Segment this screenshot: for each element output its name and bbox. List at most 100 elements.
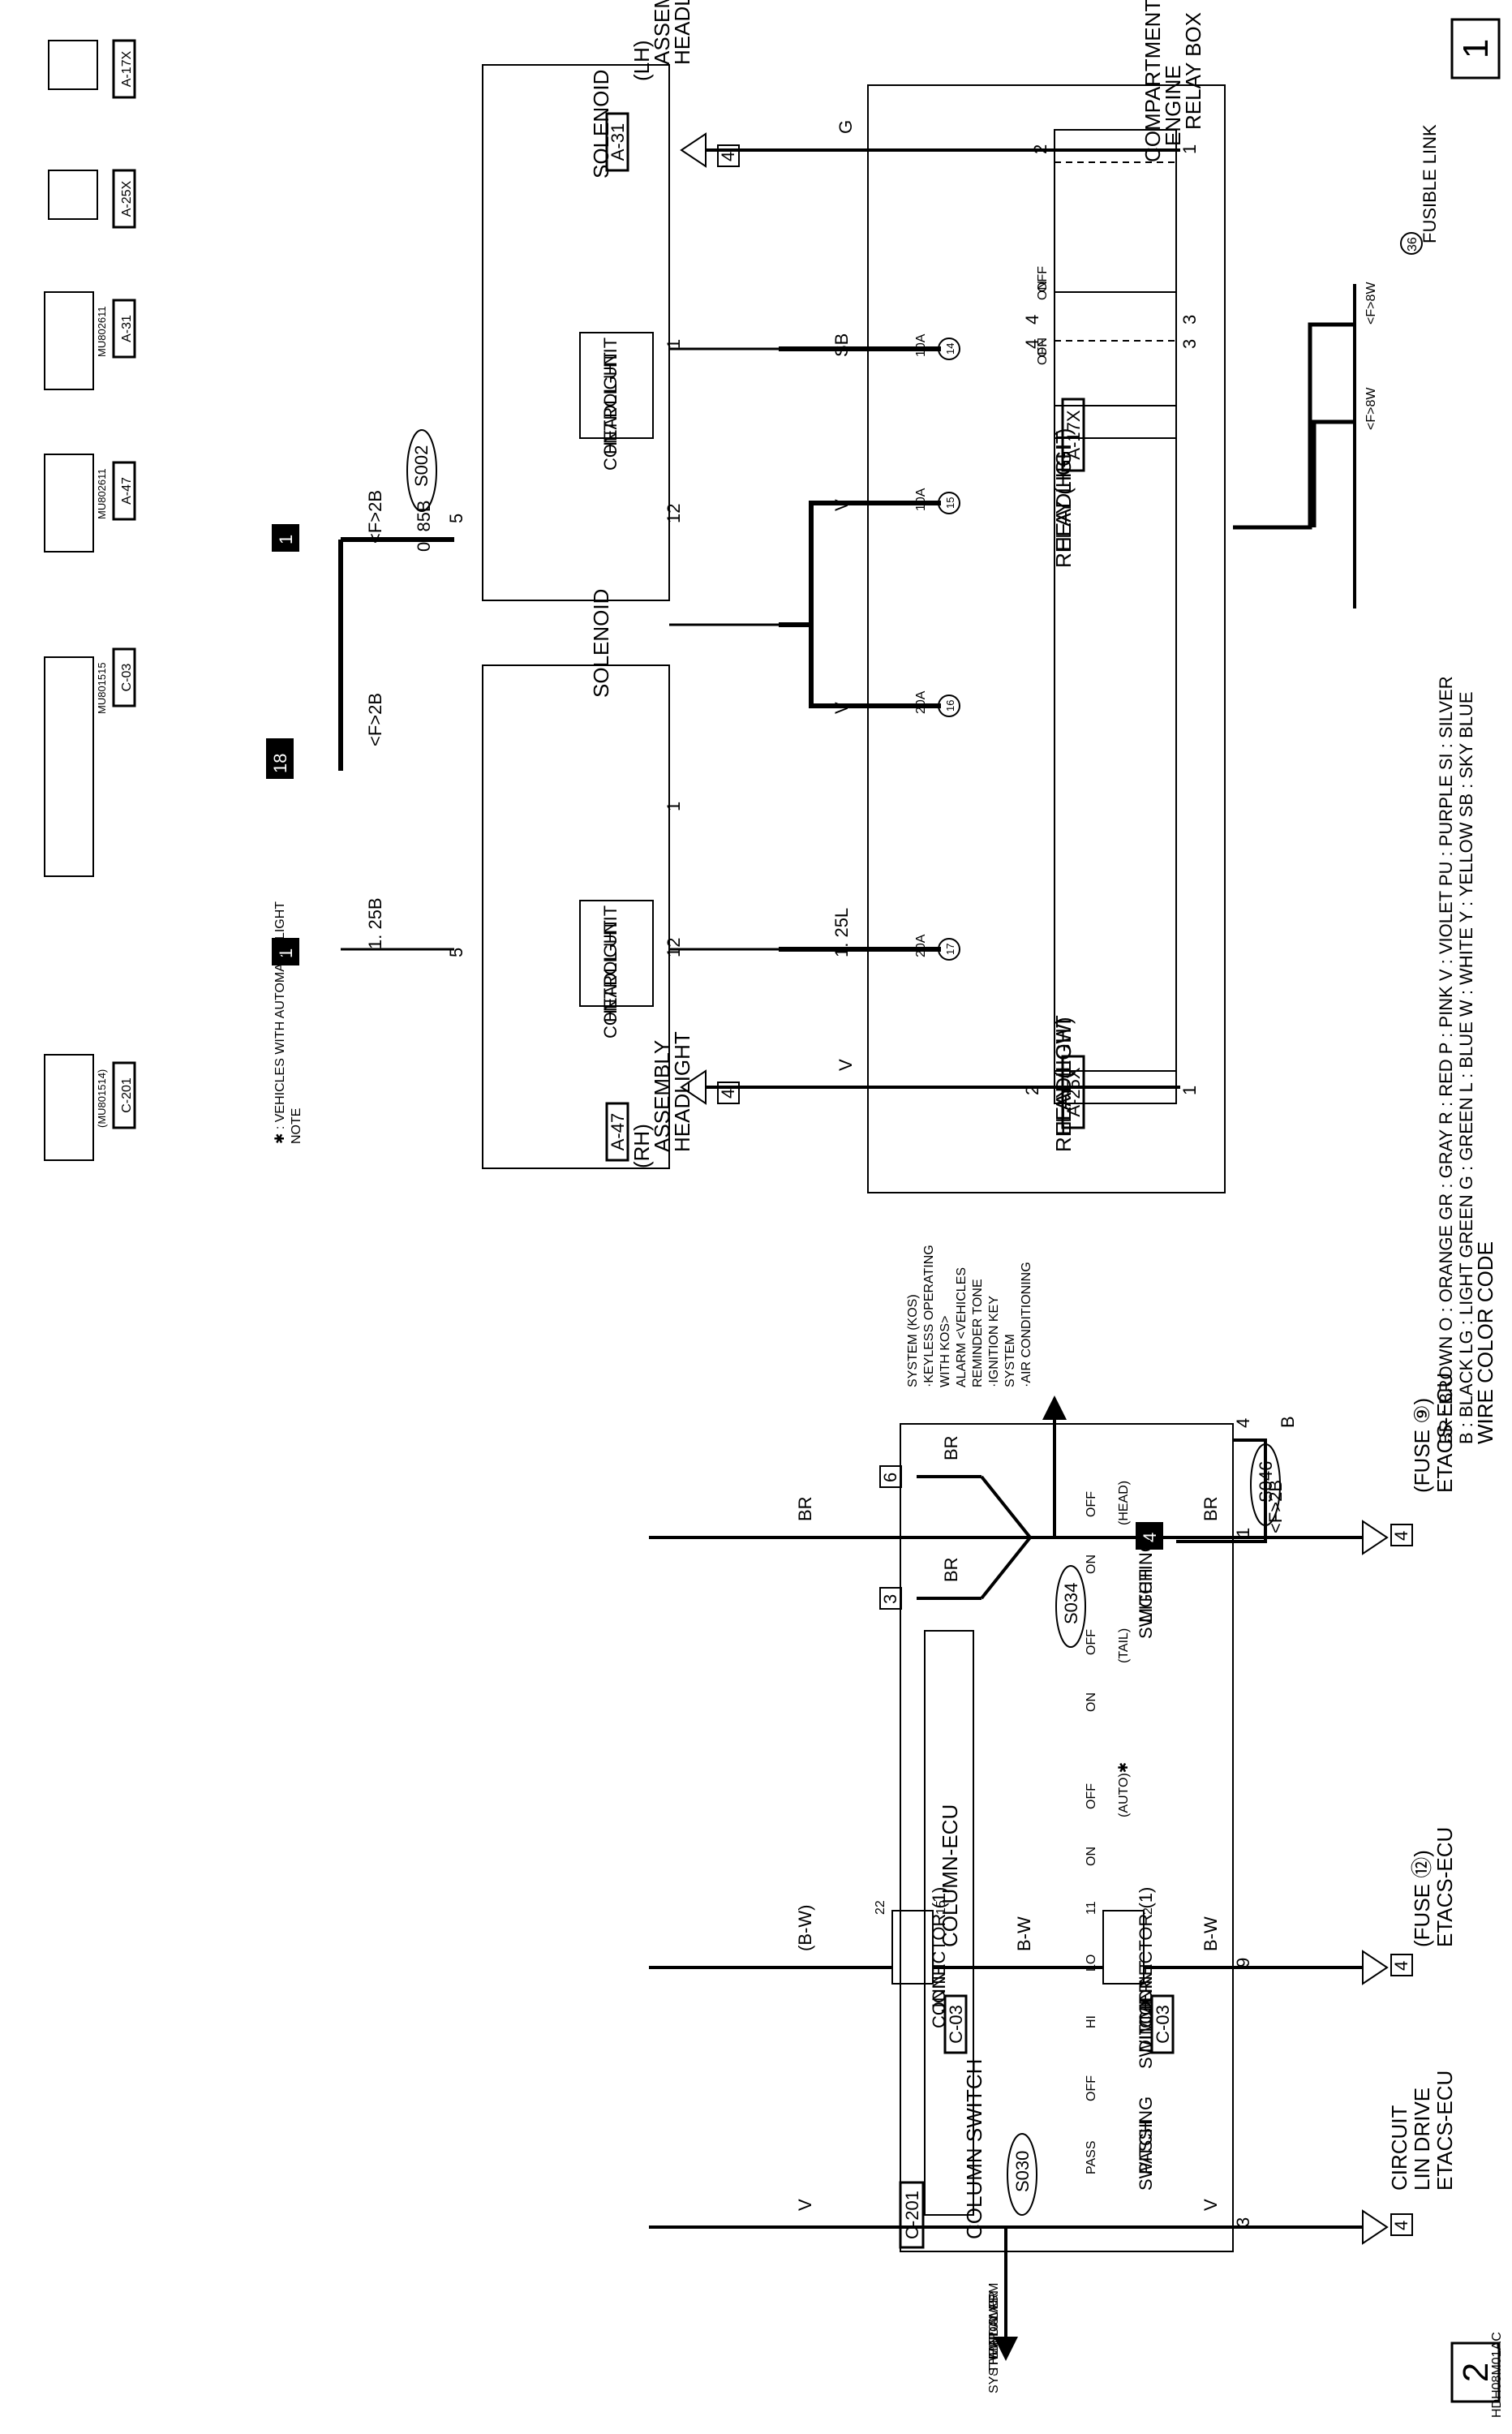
headlight-lh-title-1: HEADLIGHT (670, 0, 694, 65)
switch-head-on: ON (1085, 1555, 1098, 1574)
connector-c201-name: C-201 (120, 1077, 134, 1113)
system-lin-2: ·THEFT-ALARM (987, 2283, 1001, 2377)
relay-high-pin-3: 3 (1179, 339, 1200, 349)
connector-c03-part: MU801515 (96, 662, 108, 714)
switch-auto-off: OFF (1085, 1783, 1098, 1809)
switch-dimmer: LO HI (1085, 1955, 1098, 2028)
relay-box-title-3: COMPARTMENT (1140, 0, 1165, 162)
etacs-fuse8-splice: S034 (1061, 1583, 1081, 1624)
etacs-fuse8-line2: (FUSE ⑨) (1410, 1398, 1434, 1493)
joint2-connector: C-03 (946, 2005, 966, 2044)
relay-output-g-wire: G (835, 120, 856, 134)
fuse-17-rating: 20A (914, 934, 928, 957)
relay-high-connector: A-17X (1063, 410, 1084, 459)
page-number-top-text: 1 (1456, 39, 1496, 58)
system-fuse8-3: REMINDER TONE (971, 1279, 985, 1387)
headlight-lh-ground-1-num: 1 (276, 535, 296, 544)
passing-switch-label-2: SWITCH (1136, 2120, 1156, 2191)
column-switch-ground-wire: B (1278, 1416, 1298, 1428)
connector-a25x-name: A-25X (120, 180, 134, 217)
headlight-lh-unit-1: HEADLIGHT (600, 352, 621, 454)
headlight-lh-pin-5: 5 (446, 514, 466, 523)
system-fuse8-6: ·KEYLESS OPERATING (922, 1245, 936, 1387)
fuse-14-wire: SB (831, 333, 852, 357)
headlight-rh-title-3: (RH) (629, 1124, 654, 1168)
etacs-fuse12-line1: ETACS-ECU (1433, 1827, 1457, 1947)
etacs-fuse8-branch-wire-1: BR (941, 1435, 961, 1460)
switch-head-group: (HEAD) (1117, 1481, 1131, 1525)
switch-tail-group: (TAIL) (1117, 1628, 1131, 1663)
switch-passing: OFF PASS (1085, 2075, 1098, 2174)
headlight-rh-ground-num: 1 (276, 948, 296, 958)
system-lin-1: WINDOWS (987, 2295, 1001, 2361)
headlight-lh-title-3: (LH) (629, 40, 654, 81)
switch-tail: (TAIL) OFF ON (1085, 1628, 1131, 1712)
dimmer-switch-label-1: DIMMER (1136, 1980, 1156, 2053)
relay-low-state-off: OFF (1036, 339, 1050, 365)
fuse-16-num: 16 (944, 700, 956, 712)
relay-output-v-wire: V (835, 1059, 856, 1071)
column-switch-pin-9: 9 (1233, 1958, 1253, 1967)
connector-a47-part: MU802611 (96, 468, 108, 519)
etacs-fuse12-wire2: B-W (1014, 1916, 1034, 1951)
connector-a17x: A-17X (48, 39, 136, 99)
column-switch-pin-4: 4 (1233, 1418, 1253, 1428)
relay-low-state-on: ON (1036, 281, 1050, 300)
column-switch-pin-3: 3 (1233, 2217, 1253, 2227)
switch-head-off: OFF (1085, 1491, 1098, 1517)
relay-high-state-on: ON (1036, 338, 1050, 357)
etacs-fuse8-branch-wire-2: BR (941, 1557, 961, 1582)
etacs-fuse8-wire-2: BR (795, 1496, 815, 1521)
headlight-rh-solenoid: SOLENOID (589, 589, 613, 698)
etacs-fuse8: ETACS-ECU (FUSE ⑨) 4 BR BR S034 BR BR 6 … (649, 1373, 1457, 1648)
relay-box-title-1: RELAY BOX (1181, 12, 1205, 130)
headlight-rh-title-1: HEADLIGHT (670, 1031, 694, 1152)
headlight-rh-connector: A-47 (608, 1113, 628, 1150)
drawing-code: HDH08M01AC (1490, 2332, 1504, 2418)
headlight-rh-unit-1: HEADLIGHT (600, 920, 621, 1022)
etacs-lin-line3: CIRCUIT (1387, 2105, 1411, 2191)
relay-box-title-2: ENGINE (1161, 65, 1185, 146)
fusible-link-label: FUSIBLE LINK (1420, 124, 1440, 243)
switch-dimmer-lo: LO (1085, 1955, 1098, 1972)
etacs-lin-splice: S030 (1012, 2151, 1033, 2192)
system-fuse8-2: ·IGNITION KEY (987, 1296, 1001, 1387)
dimmer-switch-label-2: SWITCH (1136, 1998, 1156, 2069)
connector-c03-name: C-03 (120, 664, 134, 692)
fuse-15-rating: 10A (914, 488, 928, 511)
headlight-lh-ground-2-wire: <F>2B (365, 693, 385, 746)
wire-color-code: WIRE COLOR CODE B : BLACK LG : LIGHT GRE… (1436, 676, 1497, 1444)
connector-c201-part: (MU801514) (96, 1069, 108, 1128)
fuse-14-rating: 10A (914, 333, 928, 357)
system-fuse8-5: WITH KOS> (939, 1316, 952, 1387)
headlight-lh-connector: A-31 (608, 123, 628, 161)
etacs-lin-line1: ETACS-ECU (1433, 2071, 1457, 2191)
page-number-bottom: 2 (1450, 2342, 1501, 2403)
connector-c201: C-201 (MU801514) (44, 1054, 136, 1161)
connector-a47: A-47 MU802611 (44, 454, 136, 553)
etacs-fuse8-ref: 4 (1391, 1531, 1411, 1541)
column-switch-connector: C-201 (902, 2191, 922, 2239)
joint-connector-1: 11 2 JOINT CONNECTOR (1) C-03 (1085, 1887, 1175, 2054)
headlight-lh-splice: S002 (411, 445, 432, 487)
relay-output-v: V 4 (680, 1059, 1180, 1105)
headlight-rh-pin-12: 12 (664, 938, 684, 957)
joint-connector-2: 22 15 JOINT CONNECTOR (1) C-03 (874, 1887, 968, 2054)
headlight-lh-title-2: ASSEMBLY (650, 0, 674, 65)
relay-box: RELAY BOX ENGINE COMPARTMENT OFF ON 1 2 … (831, 0, 1226, 1193)
relay-low-connector: A-25X (1063, 1067, 1084, 1116)
etacs-lin-wire: V (1201, 2199, 1221, 2211)
etacs-lin-line2: LIN DRIVE (1410, 2088, 1434, 2191)
column-switch-ground-num: 4 (1140, 1533, 1160, 1542)
connector-a47-name: A-47 (120, 477, 134, 505)
relay-high-pin-1: 1 (1179, 144, 1200, 154)
note: NOTE ✱ : VEHICLES WITH AUTOMATIC LIGHT (273, 901, 303, 1144)
joint1-connector: C-03 (1153, 2005, 1173, 2044)
fuse-17: 20A 17 1. 25L (831, 908, 960, 961)
headlight-rh-title-2: ASSEMBLY (650, 1040, 674, 1152)
fusible-link-number: 36 (1406, 237, 1420, 252)
headlight-assembly-lh: HEADLIGHT ASSEMBLY (LH) A-31 SOLENOID HE… (266, 0, 779, 779)
page-number-top: 1 (1450, 18, 1501, 80)
switch-passing-off: OFF (1085, 2075, 1098, 2101)
